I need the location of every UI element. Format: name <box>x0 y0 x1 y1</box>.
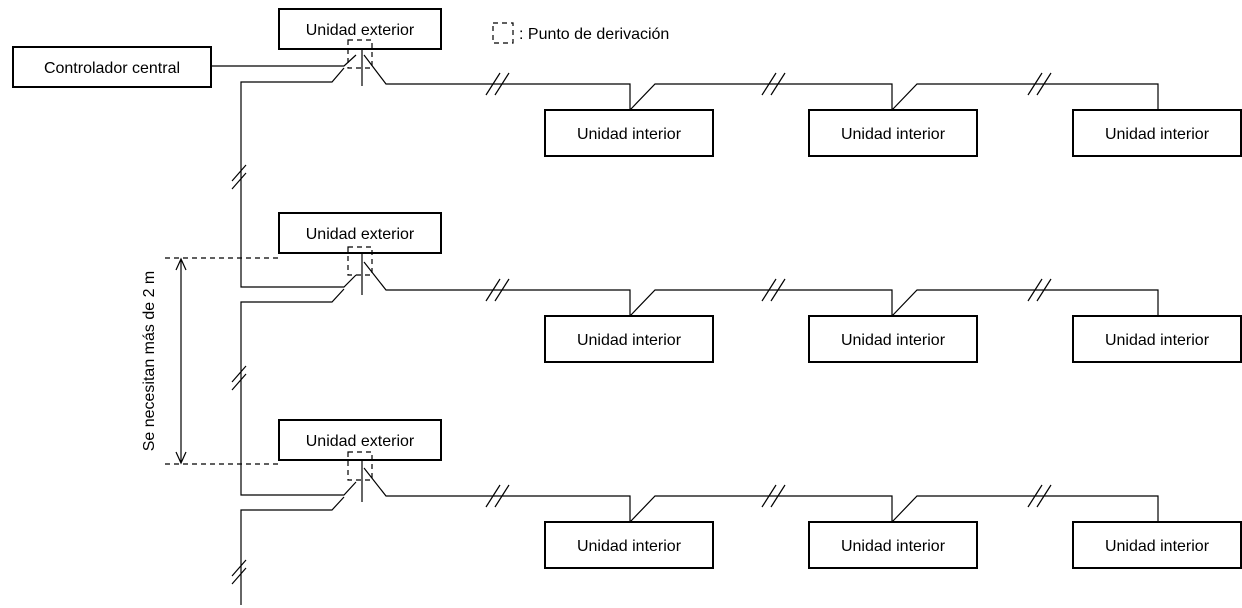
branch-point-marker <box>347 451 373 481</box>
bus-break-mark <box>485 72 1052 96</box>
outdoor-unit-box <box>278 212 442 254</box>
trunk-break-mark-1 <box>231 164 247 190</box>
indoor-unit-box <box>1072 315 1242 363</box>
trunk-break-mark-3 <box>231 559 247 585</box>
indoor-bus-wire <box>363 467 1159 523</box>
indoor-unit-box <box>808 315 978 363</box>
outdoor-unit-box <box>278 8 442 50</box>
branch-point-legend-icon <box>492 22 514 44</box>
indoor-unit-box <box>544 521 714 569</box>
indoor-unit-label: Unidad interior <box>577 126 682 143</box>
unit-group-2: Unidad exterior Unidad interior Unidad i… <box>278 212 1242 363</box>
indoor-unit-label: Unidad interior <box>1105 538 1210 555</box>
indoor-unit-label: Unidad interior <box>1105 332 1210 349</box>
bus-break-mark <box>485 278 1052 302</box>
trunk-wire-3 <box>240 496 345 605</box>
indoor-unit-label: Unidad interior <box>1105 126 1210 143</box>
branch-point-marker <box>347 39 373 69</box>
indoor-unit-label: Unidad interior <box>841 538 946 555</box>
indoor-unit-box <box>1072 109 1242 157</box>
central-controller-wire <box>211 54 357 67</box>
central-controller-box <box>12 46 212 88</box>
indoor-unit-label: Unidad interior <box>841 126 946 143</box>
branch-point-marker <box>347 246 373 276</box>
distance-dimension: Se necesitan más de 2 m <box>141 257 279 465</box>
indoor-unit-label: Unidad interior <box>577 538 682 555</box>
indoor-bus-wire <box>363 54 1159 111</box>
branch-point-legend-text: : Punto de derivación <box>519 26 669 43</box>
trunk-wire-2 <box>240 288 357 496</box>
trunk-wire-1 <box>240 67 357 288</box>
trunk-break-mark-2 <box>231 365 247 391</box>
outdoor-unit-label: Unidad exterior <box>306 22 415 39</box>
indoor-bus-wire <box>363 261 1159 317</box>
outdoor-unit-box <box>278 419 442 461</box>
indoor-unit-box <box>1072 521 1242 569</box>
distance-note: Se necesitan más de 2 m <box>141 271 158 452</box>
central-controller-label: Controlador central <box>44 60 180 77</box>
indoor-unit-box <box>544 109 714 157</box>
indoor-unit-label: Unidad interior <box>841 332 946 349</box>
outdoor-unit-label: Unidad exterior <box>306 433 415 450</box>
bus-break-mark <box>485 484 1052 508</box>
outdoor-unit-label: Unidad exterior <box>306 226 415 243</box>
indoor-unit-label: Unidad interior <box>577 332 682 349</box>
unit-group-3: Unidad exterior Unidad interior Unidad i… <box>278 419 1242 569</box>
unit-group-1: Unidad exterior Unidad interior Unidad i… <box>278 8 1242 157</box>
indoor-unit-box <box>808 521 978 569</box>
indoor-unit-box <box>808 109 978 157</box>
indoor-unit-box <box>544 315 714 363</box>
